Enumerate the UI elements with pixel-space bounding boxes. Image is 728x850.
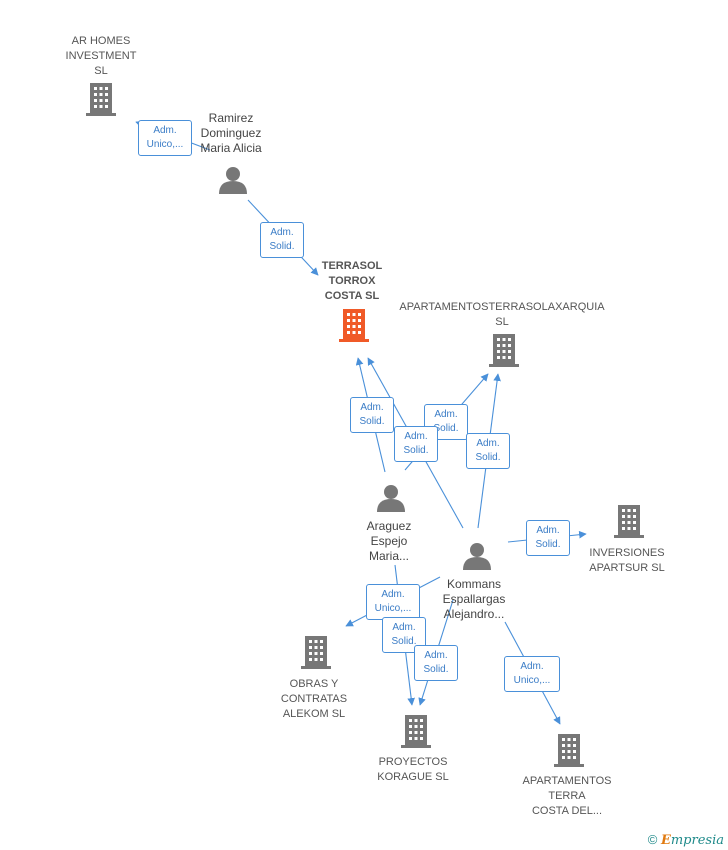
copyright-symbol: © (647, 832, 658, 847)
building-icon[interactable] (554, 734, 584, 767)
edge-label-kommans-obras[interactable]: Adm. Unico,... (366, 584, 420, 620)
edge-label-kommans-proyectos[interactable]: Adm. Solid. (414, 645, 458, 681)
building-icon[interactable] (401, 715, 431, 748)
edge-label-ramirez-terrasol[interactable]: Adm. Solid. (260, 222, 304, 258)
building-icon[interactable] (301, 636, 331, 669)
node-label-apartamentos-terra[interactable]: APARTAMENTOS TERRA COSTA DEL... (522, 775, 612, 817)
footer-credit: © Empresia (648, 832, 724, 848)
node-label-inversiones[interactable]: INVERSIONES APARTSUR SL (589, 547, 665, 574)
building-icon[interactable] (614, 505, 644, 538)
node-label-obras[interactable]: OBRAS Y CONTRATAS ALEKOM SL (280, 678, 348, 720)
edge-label-kommans-apartamentos-terra[interactable]: Adm. Unico,... (504, 656, 560, 692)
building-icon[interactable] (489, 334, 519, 367)
edge-label-araguez-terrasol[interactable]: Adm. Solid. (350, 397, 394, 433)
edge-label-kommans-terrasol[interactable]: Adm. Solid. (394, 426, 438, 462)
brand-logo[interactable]: Empresia (660, 833, 724, 848)
person-icon[interactable] (377, 485, 405, 512)
person-icon[interactable] (219, 167, 247, 194)
edge-label-kommans-apartamentos[interactable]: Adm. Solid. (466, 433, 510, 469)
building-icon[interactable] (339, 309, 369, 342)
node-label-kommans[interactable]: Kommans Espallargas Alejandro... (442, 577, 506, 621)
person-icon[interactable] (463, 543, 491, 570)
node-label-proyectos[interactable]: PROYECTOS KORAGUE SL (377, 756, 449, 783)
edge-label-kommans-inversiones[interactable]: Adm. Solid. (526, 520, 570, 556)
node-label-apartamentosterrasol[interactable]: APARTAMENTOSTERRASOLAXARQUIA SL (399, 301, 605, 328)
node-label-ramirez[interactable]: Ramirez Dominguez Maria Alicia (200, 111, 262, 155)
node-label-ar-homes[interactable]: AR HOMES INVESTMENT SL (65, 35, 137, 77)
node-label-terrasol[interactable]: TERRASOL TORROX COSTA SL (321, 260, 383, 302)
edge-label-ramirez-arhomes[interactable]: Adm. Unico,... (138, 120, 192, 156)
building-icon[interactable] (86, 83, 116, 116)
node-label-araguez[interactable]: Araguez Espejo Maria... (366, 519, 412, 563)
